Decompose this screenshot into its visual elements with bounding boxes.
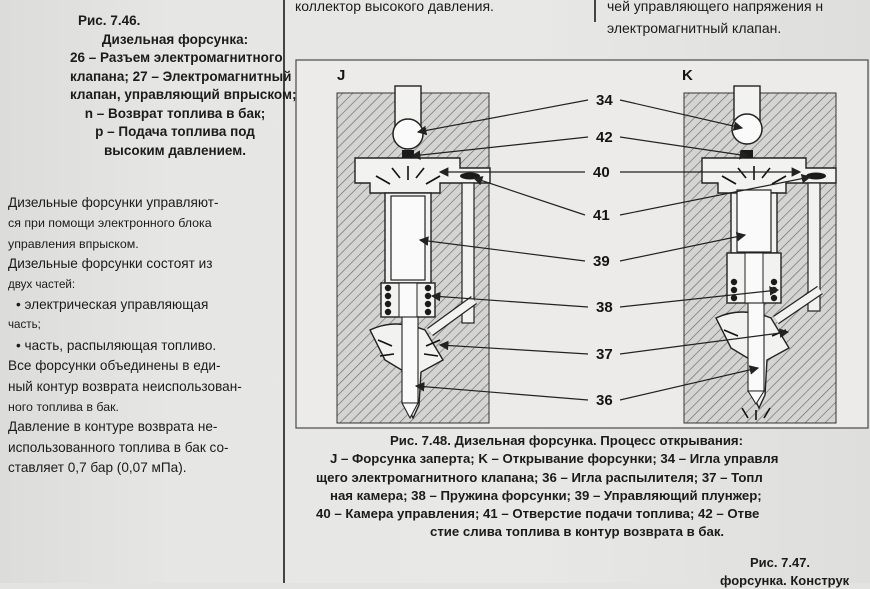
- caption-fig-7-47: Рис. 7.47. форсунка. Конструк: [720, 555, 849, 589]
- caption-line: Дизельная форсунка:: [101, 31, 249, 47]
- body-line: управления впрыском.: [8, 236, 139, 251]
- callout-38: 38: [596, 299, 613, 316]
- supply-orifice-k: [806, 172, 826, 180]
- body-line: • электрическая управляющая: [16, 297, 209, 313]
- caption-fig-7-48: Рис. 7.48. Дизельная форсунка. Процесс о…: [300, 432, 870, 542]
- caption-line: высоким давлением.: [103, 142, 246, 158]
- caption-line: клапан, управляющий впрыском;: [70, 87, 297, 102]
- caption-line: 40 – Камера управления; 41 – Отверстие п…: [316, 506, 760, 522]
- valve-ball-j: [392, 118, 424, 150]
- caption-line: форсунка. Конструк: [720, 573, 850, 588]
- caption-line: щего электромагнитного клапана; 36 – Игл…: [316, 469, 763, 485]
- body-line: часть;: [8, 318, 41, 332]
- top-text-right-2: электромагнитный клапан.: [607, 20, 782, 36]
- callout-39: 39: [593, 253, 610, 270]
- leader-lines: [410, 99, 812, 401]
- body-line: ся при помощи электронного блока: [8, 216, 212, 231]
- valve-ball-k: [731, 113, 763, 145]
- caption-line: p – Подача топлива под: [95, 124, 255, 139]
- caption-line: стие слива топлива в контур возврата в б…: [430, 524, 725, 540]
- top-text-right-1: чей управляющего напряжения н: [607, 0, 824, 14]
- body-line: использованного топлива в бак со-: [8, 439, 229, 455]
- caption-line: клапана; 27 – Электромагнитный: [70, 68, 292, 84]
- body-line: ного топлива в бак.: [8, 400, 119, 415]
- spring-coils-j: [384, 284, 432, 316]
- callout-41: 41: [593, 207, 610, 224]
- callout-36: 36: [596, 392, 613, 409]
- column-divider-right: [594, 0, 596, 22]
- body-line: • часть, распыляющая топливо.: [16, 337, 217, 353]
- body-text-left: Дизельные форсунки управляют- ся при пом…: [8, 193, 280, 479]
- caption-line: 26 – Разъем электромагнитного: [70, 50, 283, 65]
- panel-label-j: J: [337, 67, 345, 84]
- body-line: двух частей:: [8, 277, 76, 291]
- body-line: ный контур возврата неиспользован-: [8, 378, 242, 394]
- body-line: Давление в контуре возврата не-: [8, 419, 218, 435]
- body-line: ставляет 0,7 бар (0,07 мПа).: [8, 460, 187, 476]
- caption-title: Рис. 7.46.: [78, 13, 141, 28]
- drain-orifice-j: [402, 150, 414, 158]
- caption-fig-7-46: Рис. 7.46. Дизельная форсунка: 26 – Разъ…: [70, 12, 297, 160]
- panel-label-k: K: [682, 67, 693, 84]
- caption-line: n – Возврат топлива в бак;: [84, 105, 266, 121]
- column-divider-left: [283, 0, 285, 583]
- caption-line: ная камера; 38 – Пружина форсунки; 39 – …: [330, 487, 762, 503]
- callout-37: 37: [596, 346, 613, 363]
- body-line: Дизельные форсунки управляют-: [8, 195, 219, 210]
- callout-42: 42: [596, 129, 613, 146]
- top-text-middle: коллектор высокого давления.: [295, 0, 494, 14]
- body-line: Все форсунки объединены в еди-: [8, 358, 221, 374]
- callout-40: 40: [593, 164, 610, 181]
- body-line: Дизельные форсунки состоят из: [8, 256, 213, 272]
- callout-34: 34: [596, 92, 613, 109]
- caption-line: J – Форсунка заперта; K – Открывание фор…: [330, 451, 779, 467]
- pressure-arrows-j: [375, 166, 441, 357]
- drain-orifice-k: [741, 150, 753, 158]
- caption-title: Рис. 7.47.: [750, 555, 811, 570]
- caption-line: Рис. 7.48. Дизельная форсунка. Процесс о…: [390, 433, 744, 448]
